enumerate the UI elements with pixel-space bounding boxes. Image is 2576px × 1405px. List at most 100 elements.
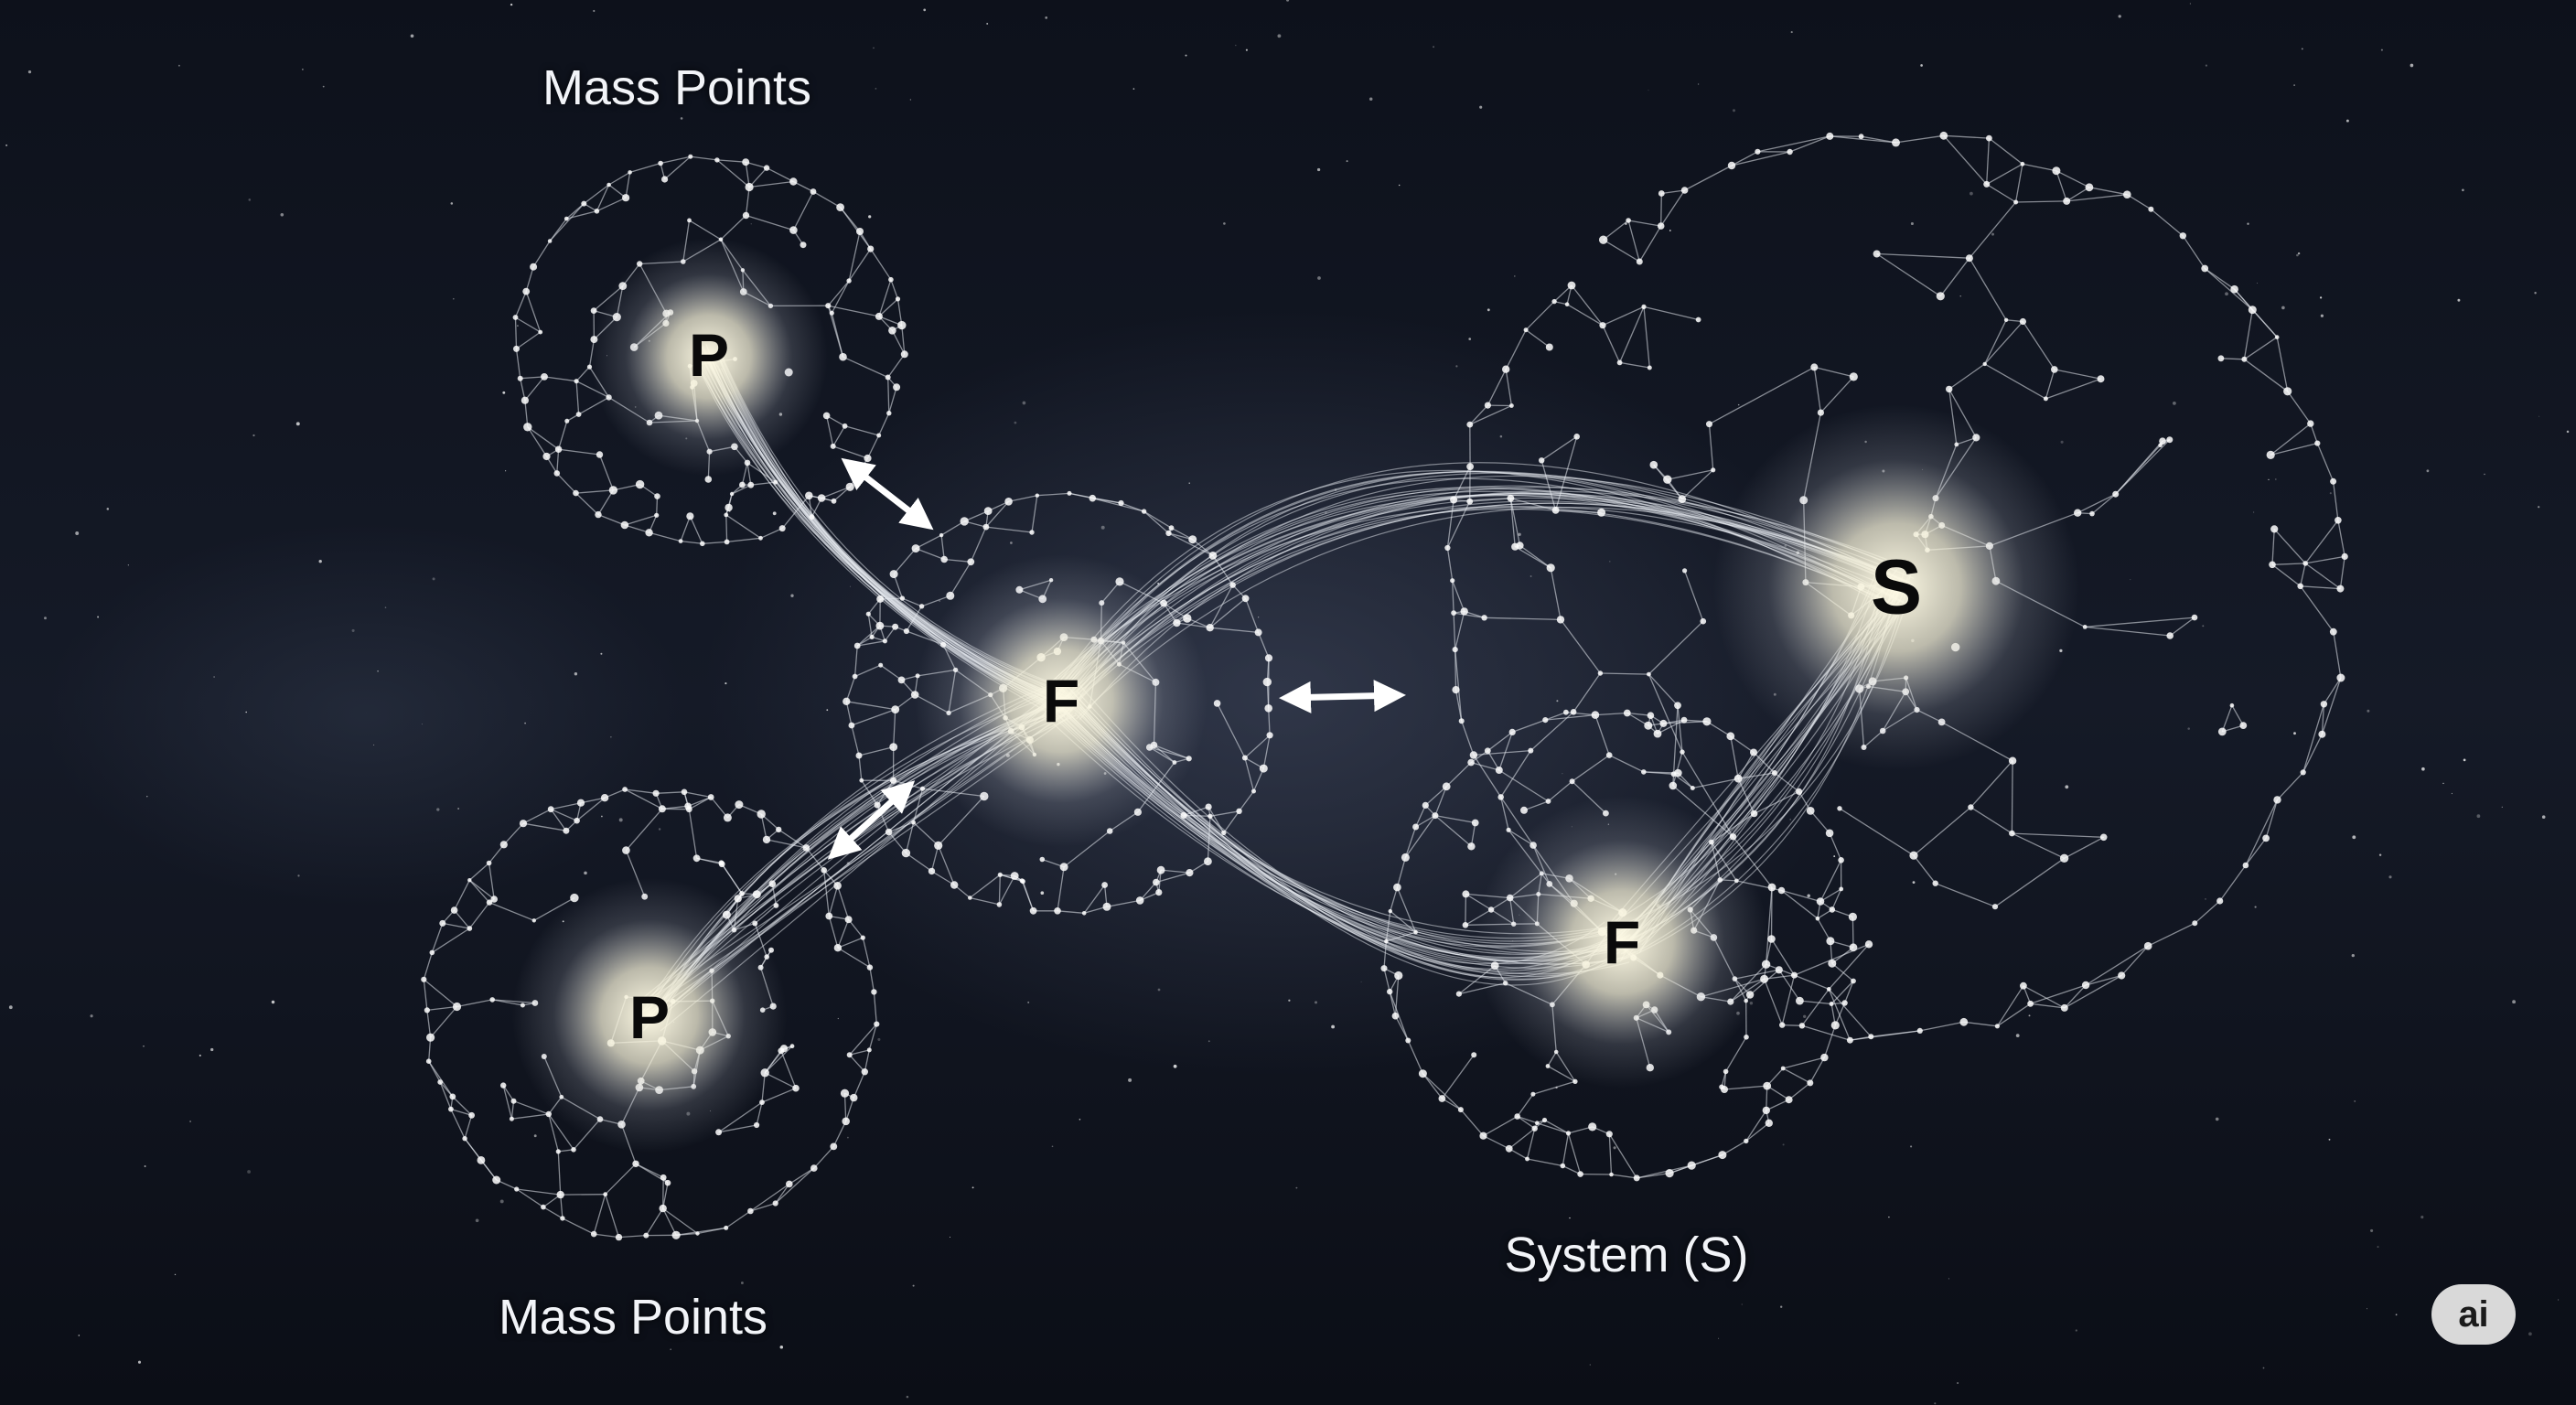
star bbox=[453, 297, 455, 300]
star bbox=[1022, 401, 1026, 405]
star bbox=[499, 1199, 504, 1204]
star bbox=[245, 711, 248, 713]
arrow-p-bottom-f bbox=[827, 780, 916, 860]
star bbox=[177, 64, 180, 67]
star bbox=[986, 22, 989, 25]
star bbox=[144, 1165, 146, 1167]
star bbox=[450, 202, 454, 205]
star bbox=[680, 117, 683, 120]
star bbox=[2512, 1000, 2517, 1004]
star bbox=[280, 213, 284, 217]
star bbox=[1569, 1217, 1571, 1219]
star bbox=[1368, 97, 1373, 102]
star bbox=[779, 1346, 784, 1349]
star bbox=[2205, 898, 2206, 900]
star bbox=[457, 808, 459, 810]
star bbox=[584, 871, 587, 875]
star bbox=[1286, 0, 1290, 2]
star bbox=[97, 616, 100, 618]
star bbox=[2476, 814, 2481, 819]
star bbox=[1040, 891, 1045, 896]
star bbox=[1530, 575, 1532, 577]
star bbox=[2028, 1014, 2031, 1017]
star bbox=[146, 796, 148, 798]
star bbox=[505, 470, 507, 472]
star bbox=[510, 3, 513, 6]
star bbox=[2075, 1329, 2077, 1332]
star bbox=[2015, 1034, 2020, 1037]
star bbox=[1173, 1064, 1177, 1068]
star bbox=[2297, 252, 2301, 255]
star bbox=[1128, 1078, 1132, 1082]
star bbox=[2538, 415, 2540, 417]
star bbox=[2501, 806, 2503, 808]
ai-badge: ai bbox=[2431, 1284, 2516, 1345]
star bbox=[1782, 1143, 1785, 1146]
star bbox=[837, 1017, 839, 1020]
star bbox=[2268, 478, 2270, 481]
star bbox=[2254, 906, 2257, 908]
star bbox=[1499, 434, 1503, 438]
star bbox=[1079, 1118, 1081, 1121]
node-p-bottom: P bbox=[628, 983, 671, 1051]
star bbox=[2457, 298, 2461, 302]
star bbox=[1991, 232, 1994, 236]
star bbox=[750, 223, 752, 225]
star bbox=[2274, 478, 2277, 480]
star bbox=[1433, 46, 1435, 48]
star bbox=[658, 828, 661, 831]
star bbox=[1245, 48, 1248, 51]
star bbox=[1959, 295, 1961, 297]
star bbox=[1157, 988, 1161, 992]
star bbox=[2410, 63, 2414, 68]
star bbox=[1780, 1305, 1783, 1308]
star bbox=[1455, 365, 1458, 368]
star bbox=[213, 676, 215, 678]
star bbox=[1910, 1145, 1913, 1148]
star bbox=[2202, 625, 2205, 627]
star bbox=[410, 34, 414, 38]
star bbox=[593, 9, 596, 13]
star bbox=[295, 422, 300, 426]
star bbox=[2320, 314, 2324, 317]
star bbox=[2395, 1314, 2398, 1316]
mass-points-label-bottom: Mass Points bbox=[498, 1290, 768, 1345]
star-field bbox=[5, 0, 2570, 1405]
star bbox=[1295, 1186, 1298, 1189]
star bbox=[2215, 1117, 2219, 1121]
star bbox=[2189, 3, 2192, 5]
star bbox=[1188, 482, 1190, 484]
star bbox=[2566, 430, 2570, 434]
star bbox=[248, 198, 252, 201]
star bbox=[1479, 105, 1483, 109]
star bbox=[533, 1134, 537, 1138]
star bbox=[1803, 1014, 1807, 1018]
node-glow bbox=[915, 554, 1208, 847]
star bbox=[790, 594, 794, 597]
star bbox=[847, 1136, 849, 1139]
star bbox=[1277, 34, 1282, 38]
star bbox=[2060, 440, 2064, 444]
star bbox=[2328, 1138, 2331, 1141]
star bbox=[127, 564, 129, 566]
star bbox=[1697, 83, 1700, 85]
star bbox=[740, 1282, 744, 1284]
star bbox=[1669, 230, 1671, 231]
star bbox=[2262, 1367, 2265, 1369]
star bbox=[2462, 188, 2464, 192]
star bbox=[106, 508, 110, 510]
star bbox=[1010, 542, 1013, 544]
star bbox=[322, 85, 325, 88]
star bbox=[2225, 292, 2228, 296]
star bbox=[2293, 84, 2295, 86]
star bbox=[302, 69, 304, 70]
star bbox=[849, 585, 852, 587]
star bbox=[1314, 1001, 1318, 1004]
node-glow bbox=[590, 238, 828, 476]
star bbox=[618, 818, 623, 822]
star bbox=[2205, 64, 2207, 67]
star bbox=[1609, 561, 1611, 563]
star bbox=[1589, 1364, 1591, 1366]
star bbox=[297, 874, 300, 877]
